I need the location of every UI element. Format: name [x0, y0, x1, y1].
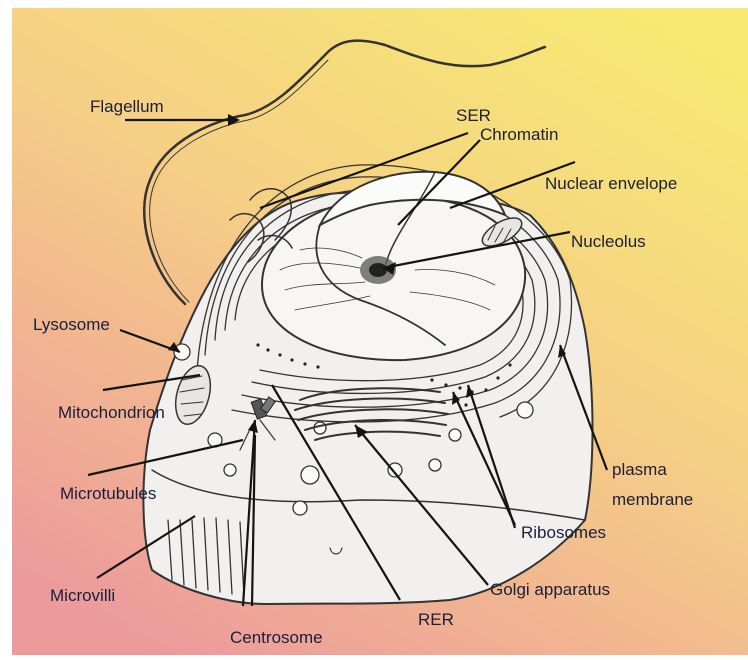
label-ribosomes: Ribosomes	[521, 523, 606, 542]
white-left-margin	[0, 0, 12, 655]
nucleolus-core	[369, 263, 387, 277]
label-membrane: membrane	[612, 490, 693, 509]
nuclear-envelope	[262, 196, 525, 360]
label-microtubules: Microtubules	[60, 484, 156, 503]
label-plasma: plasma	[612, 460, 667, 479]
label-nucleolus: Nucleolus	[571, 232, 646, 251]
label-microvilli: Microvilli	[50, 586, 115, 605]
label-nuclear-envelope: Nuclear envelope	[545, 174, 677, 193]
label-ser: SER	[456, 106, 491, 125]
label-chromatin: Chromatin	[480, 125, 558, 144]
label-rer: RER	[418, 610, 454, 629]
white-top-margin	[0, 0, 748, 8]
label-golgi: Golgi apparatus	[490, 580, 610, 599]
label-flagellum: Flagellum	[90, 97, 164, 116]
label-mitochondrion: Mitochondrion	[58, 403, 165, 422]
label-centrosome: Centrosome	[230, 628, 323, 647]
label-lysosome: Lysosome	[33, 315, 110, 334]
